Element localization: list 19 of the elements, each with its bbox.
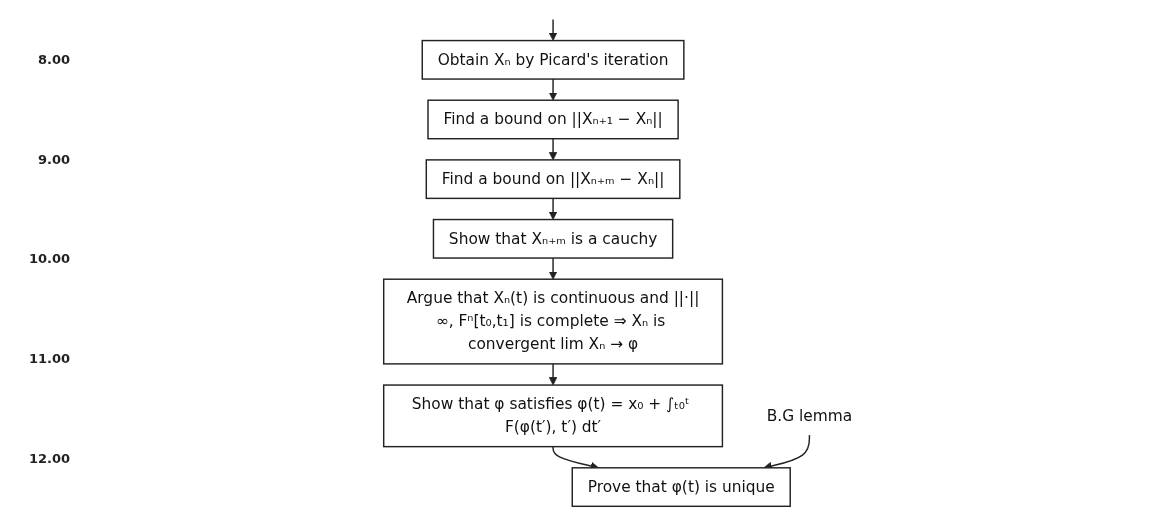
time-label: 8.00 — [36, 52, 71, 68]
arrow — [548, 197, 558, 220]
node-box: Obtain Xₙ by Picard's iteration — [421, 39, 685, 80]
time-label: 12.00 — [27, 450, 71, 466]
arrow — [548, 257, 558, 280]
node-box: Show that φ satisfies φ(t) = x₀ + ∫ₜ₀ᵗ F(φ(t′), t′) dt′ — [382, 384, 723, 448]
node-box: Find a bound on ||Xₙ₊₁ − Xₙ|| — [427, 99, 679, 140]
node-box: Argue that Xₙ(t) is continuous and ||·||∞, Fⁿ[t₀,t₁] is complete ⇒ Xₙ is convergent lim Xₙ → φ — [382, 278, 723, 365]
arrow — [548, 78, 558, 101]
arrow — [548, 363, 558, 386]
node-box: Find a bound on ||Xₙ₊ₘ − Xₙ|| — [425, 159, 681, 200]
node-box: Show that Xₙ₊ₘ is a cauchy — [432, 218, 674, 259]
arrow — [548, 138, 558, 161]
time-label: 10.00 — [27, 251, 71, 267]
time-label: 11.00 — [27, 351, 71, 367]
time-label: 9.00 — [36, 151, 71, 167]
arrow — [548, 18, 558, 41]
node-box: Prove that φ(t) is unique — [571, 467, 791, 508]
node-text: B.G lemma — [766, 406, 853, 425]
